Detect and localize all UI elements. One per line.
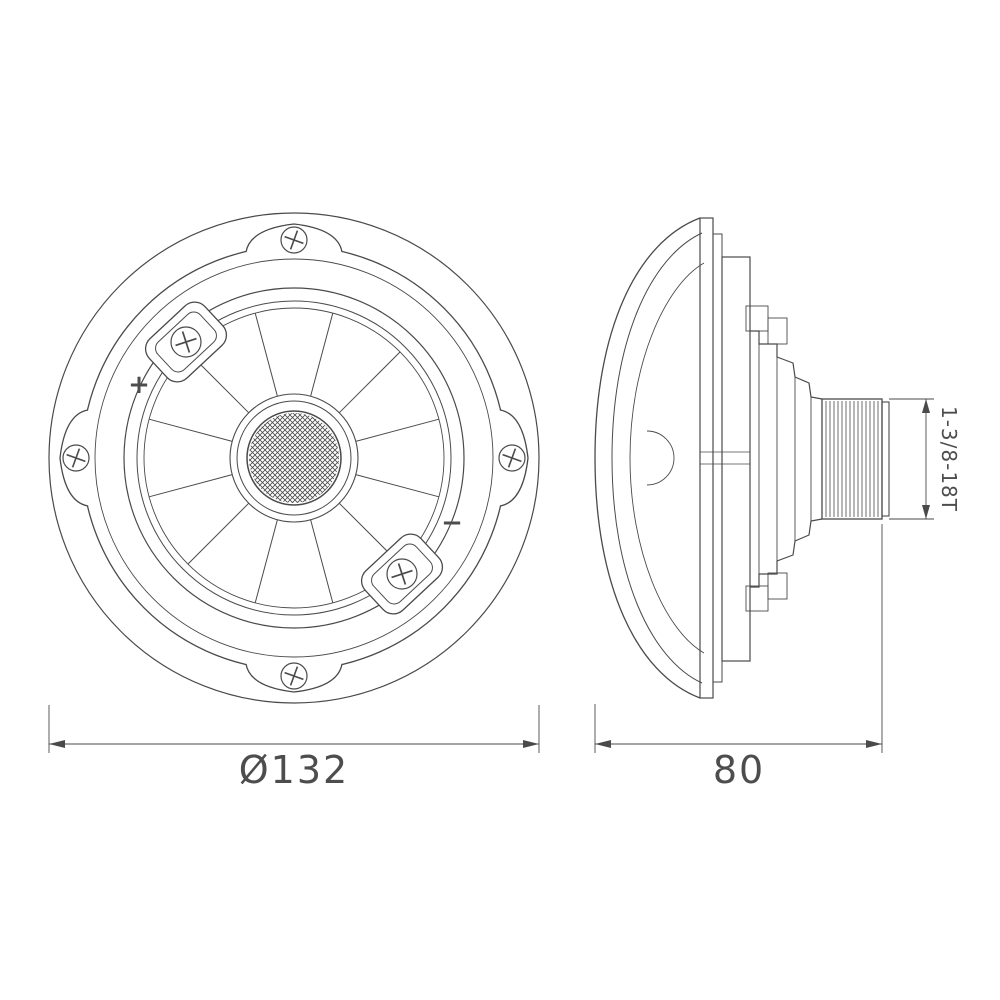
thread-section (821, 398, 890, 520)
front-diameter-dimension (48, 705, 540, 753)
front-flange-recess (94, 258, 494, 658)
spoke (355, 474, 440, 498)
spoke (254, 312, 278, 397)
thread-dimension (889, 398, 934, 520)
spoke-outer-boundary (143, 307, 445, 609)
horn-dome-inner-profile (611, 232, 703, 684)
mounting-ear (498, 409, 529, 507)
arrowhead-icon (595, 740, 611, 748)
horn-dome-inner-profile (629, 262, 705, 654)
phase-plug-mesh (249, 413, 339, 503)
horn-dome-profile (594, 217, 701, 699)
terminal-block-edge (745, 585, 769, 612)
mounting-ear (245, 662, 343, 693)
side-view (594, 217, 890, 699)
thread-outline (821, 398, 883, 520)
phase-plug-rim (246, 410, 342, 506)
spoke (338, 351, 401, 414)
round-plate-edge (721, 256, 751, 662)
side-depth-dimension (594, 524, 883, 753)
terminal-block-edge (745, 305, 769, 332)
terminal-block-edge (767, 572, 788, 600)
arrowhead-icon (922, 505, 930, 519)
front-diameter-label: Ø132 (239, 748, 349, 792)
terminal-positive-label: + (128, 370, 150, 400)
spoke (148, 474, 233, 498)
hub-outer (229, 393, 359, 523)
front-ring-outer (123, 287, 465, 629)
arrowhead-icon (523, 740, 539, 748)
dome-center-bump (646, 430, 675, 486)
spoke (310, 312, 334, 397)
flange-plate-edge (712, 233, 723, 683)
front-ring-inner (136, 300, 452, 616)
thread-spec-label: 1-3/8-18T (937, 406, 961, 512)
motor-body-bottom-profile (750, 518, 823, 588)
spoke (187, 502, 250, 565)
terminal-negative-label: − (441, 508, 463, 538)
thread-end-cap (881, 401, 890, 517)
thread-lines (825, 401, 879, 517)
spoke (148, 418, 233, 442)
front-outer-rim (48, 212, 540, 704)
terminal-positive (138, 295, 234, 389)
front-view (48, 212, 540, 704)
arrowhead-icon (922, 399, 930, 413)
terminal-block-edge (767, 317, 788, 345)
mounting-ear (59, 409, 90, 507)
mounting-ear (245, 223, 343, 254)
spoke (355, 418, 440, 442)
motor-body-top-profile (750, 330, 823, 400)
spoke (254, 519, 278, 604)
flange-plate-edge (699, 217, 714, 699)
arrowhead-icon (866, 740, 882, 748)
hub-inner (236, 400, 352, 516)
side-depth-label: 80 (713, 748, 765, 792)
arrowhead-icon (49, 740, 65, 748)
spoke (310, 519, 334, 604)
terminal-negative (354, 527, 450, 621)
